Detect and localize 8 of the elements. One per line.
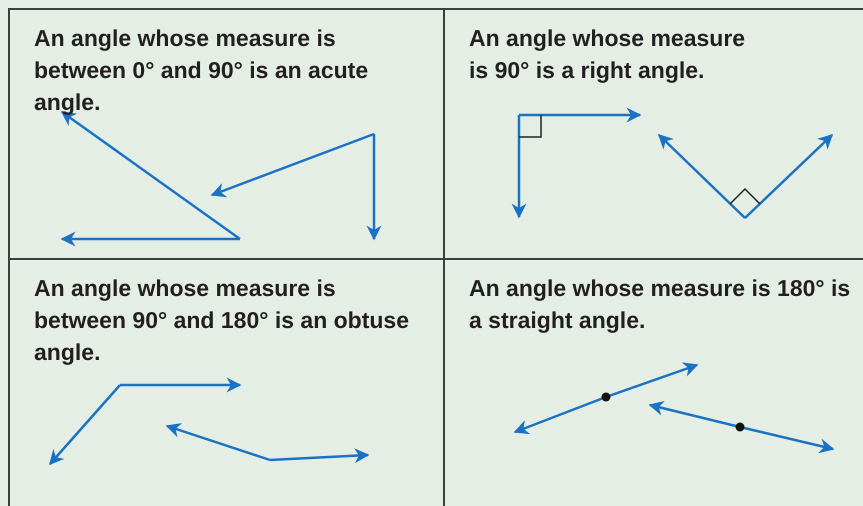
table-cell: [8, 258, 443, 506]
table-cell: [443, 8, 863, 258]
table-cell: [443, 258, 863, 506]
table-cell: [8, 8, 443, 258]
definition-text: An angle whose measure is between 0° and 90° is an acute angle.: [34, 24, 370, 117]
definition-text: An angle whose measure is 180° is a straight angle.: [469, 274, 852, 335]
definition-text: An angle whose measure is 90° is a right angle.: [469, 24, 746, 85]
definition-text: An angle whose measure is between 90° and 180° is an obtuse angle.: [34, 274, 410, 367]
